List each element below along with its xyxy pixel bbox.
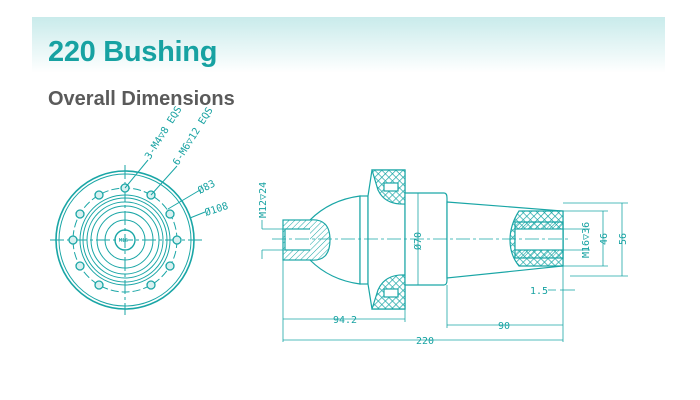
label-dim-94-2: 94.2: [333, 315, 357, 326]
label-dim-220: 220: [416, 336, 434, 347]
label-dim-56: 56: [618, 233, 629, 245]
label-dim-46: 46: [599, 233, 610, 245]
header-banner: [32, 17, 665, 73]
label-dim-1-5: 1.5: [530, 286, 548, 297]
section-subtitle: Overall Dimensions: [48, 88, 235, 110]
front-view: [50, 159, 206, 315]
side-view: [261, 169, 628, 342]
label-dim-90: 90: [498, 321, 510, 332]
page-title: 220 Bushing: [48, 36, 218, 68]
label-m12-thread: M12▽24: [258, 182, 269, 218]
front-label-dia-83: Ø83: [196, 178, 218, 197]
front-label-center: M16: [119, 238, 128, 244]
label-m16-thread: M16▽36: [581, 222, 592, 258]
front-label-dia-108: Ø108: [203, 200, 230, 219]
label-dia-70: Ø70: [412, 232, 424, 250]
